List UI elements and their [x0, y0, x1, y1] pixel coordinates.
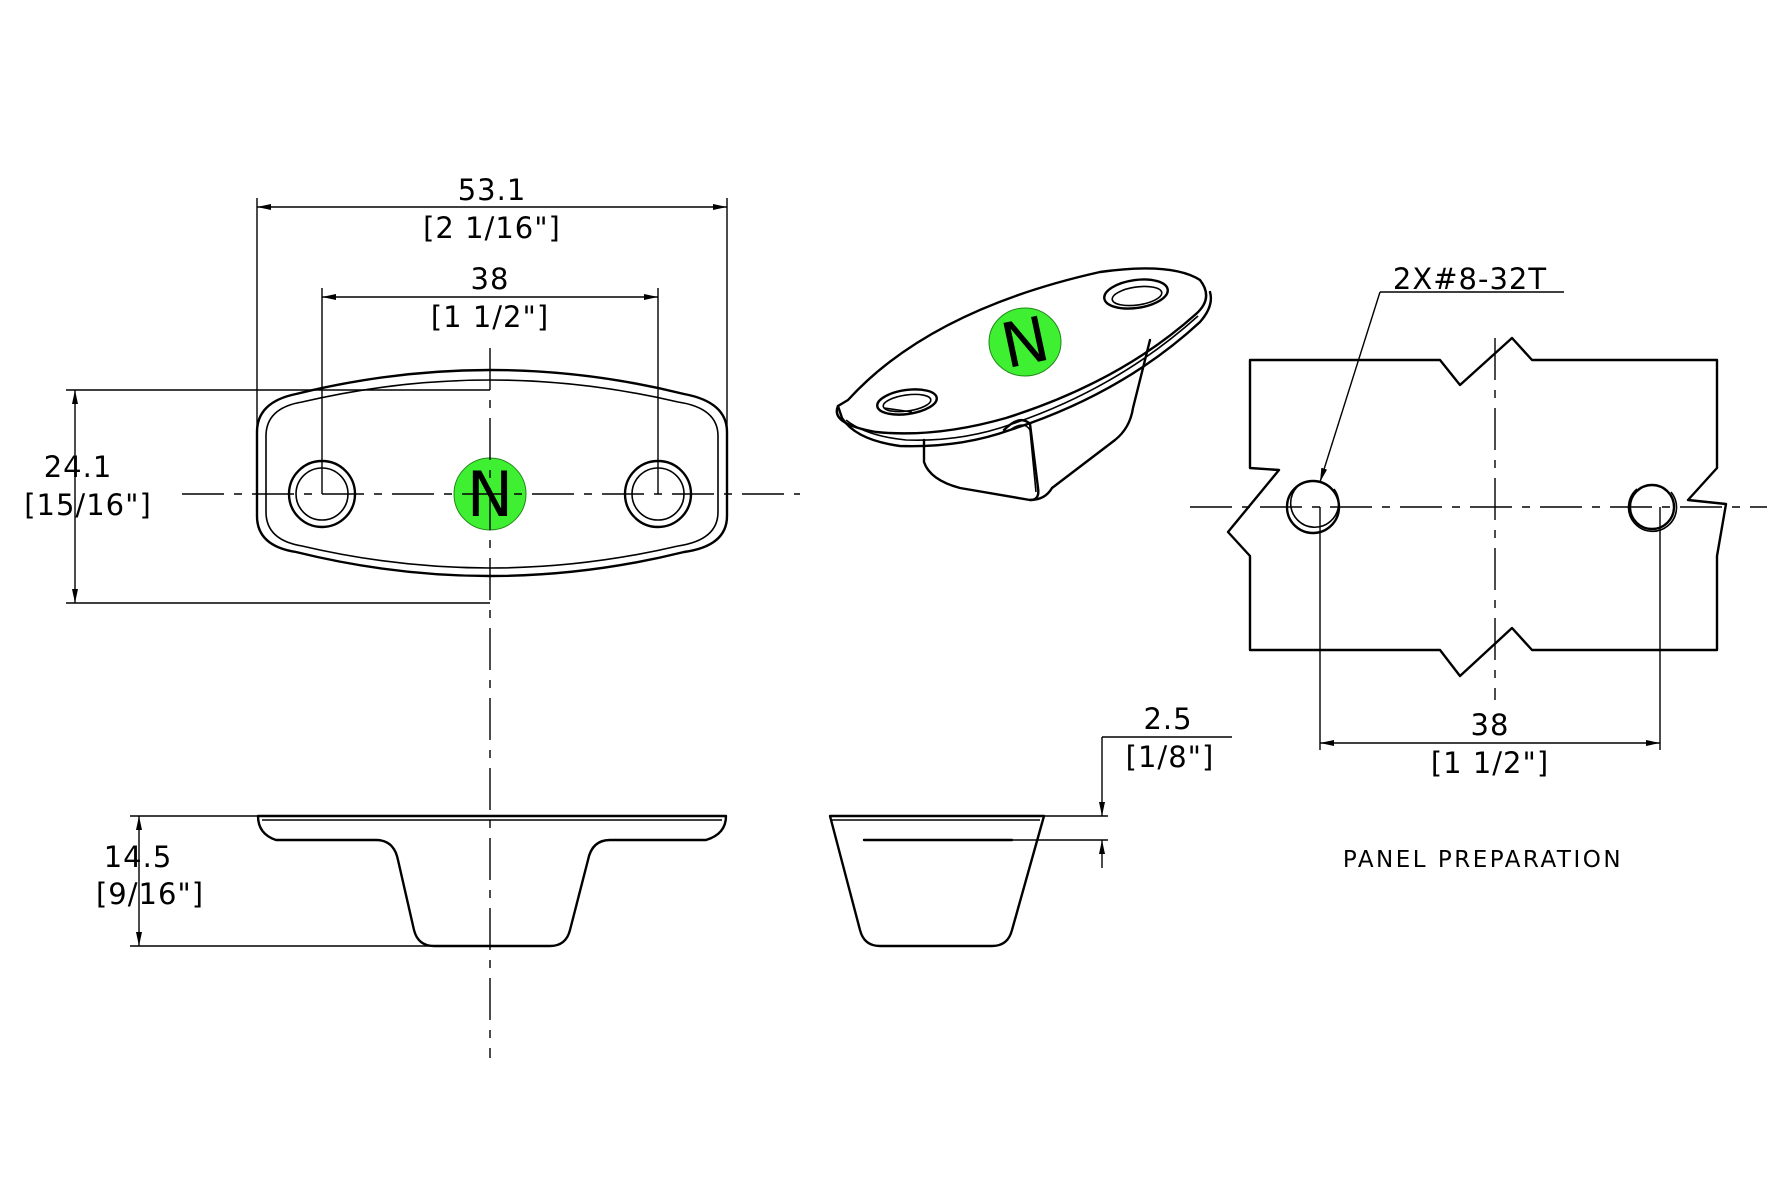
isometric-badge	[988, 307, 1062, 377]
panel-cutout-outline	[1226, 336, 1728, 678]
panel-hole-spacing-imperial: [1 1/2"]	[1431, 746, 1549, 780]
dimension-flange-thickness: 2.5 [1/8"]	[1012, 702, 1232, 868]
hole-spacing-imperial: [1 1/2"]	[431, 300, 549, 334]
isometric-flange-edge-inner	[845, 315, 1199, 441]
height-imperial: [9/16"]	[96, 877, 204, 911]
dimension-panel-hole-spacing: 38 [1 1/2"]	[1319, 507, 1661, 780]
dimension-overall-length: 53.1 [2 1/16"]	[256, 173, 728, 480]
top-view: N	[182, 348, 800, 1058]
panel-hole-spacing-metric: 38	[1471, 708, 1510, 742]
overall-length-imperial: [2 1/16"]	[423, 211, 561, 245]
top-view-outline	[255, 368, 729, 578]
isometric-flange-top	[835, 267, 1208, 435]
height-metric: 14.5	[104, 840, 173, 874]
isometric-view: N	[835, 267, 1213, 502]
isometric-hole-left-slot	[883, 407, 913, 413]
isometric-flange-edge	[836, 290, 1213, 448]
overall-length-metric: 53.1	[458, 173, 527, 207]
hole-spacing-metric: 38	[471, 262, 510, 296]
front-view	[256, 814, 728, 948]
isometric-post-front	[1002, 418, 1040, 502]
hole-thread-label: 2X#8-32T	[1393, 262, 1547, 296]
width-metric: 24.1	[44, 450, 113, 484]
isometric-hole-right-inner	[1111, 285, 1163, 307]
dimension-height: 14.5 [9/16"]	[96, 815, 434, 947]
isometric-hole-left	[876, 388, 938, 416]
flange-thickness-imperial: [1/8"]	[1126, 740, 1215, 774]
isometric-post	[922, 338, 1152, 502]
dimension-hole-spacing: 38 [1 1/2"]	[321, 262, 659, 494]
top-view-inner-outline	[265, 379, 719, 569]
panel-preparation-view	[1190, 336, 1767, 700]
side-view-outline	[828, 814, 1046, 948]
panel-left-hole-thread	[1289, 486, 1340, 529]
dimension-width: 24.1 [15/16"]	[24, 389, 490, 604]
hole-thread-callout: 2X#8-32T	[1319, 262, 1564, 483]
front-view-outline	[256, 814, 728, 948]
flange-thickness-metric: 2.5	[1143, 702, 1192, 736]
isometric-hole-right	[1103, 278, 1169, 310]
width-imperial: [15/16"]	[24, 488, 152, 522]
panel-right-hole-thread	[1627, 488, 1678, 533]
panel-preparation-label: PANEL PREPARATION	[1343, 847, 1623, 873]
side-view	[828, 814, 1046, 948]
